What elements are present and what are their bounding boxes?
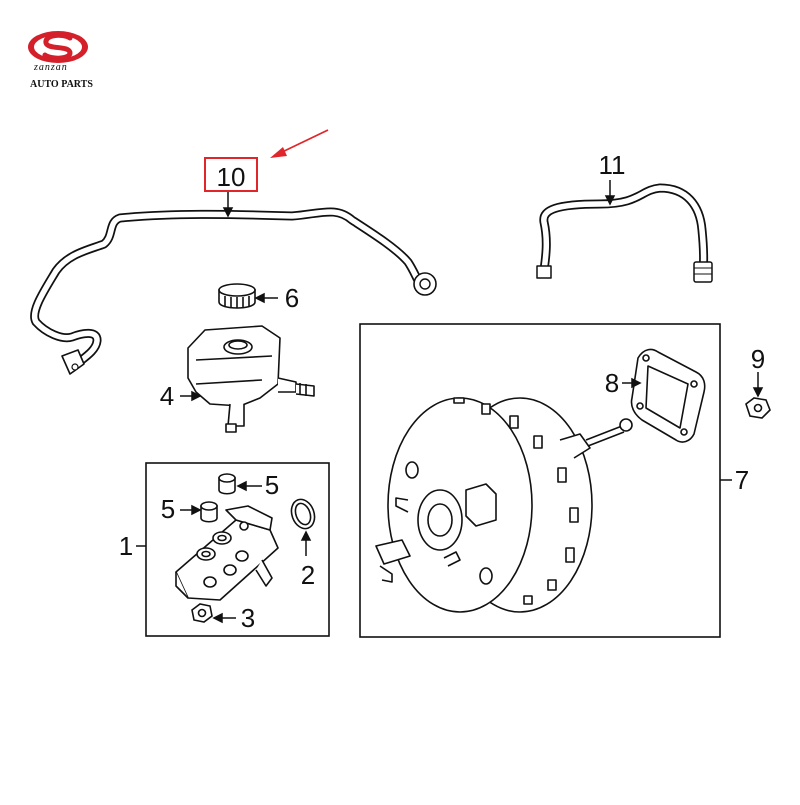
callout-4: 4 — [160, 381, 174, 411]
leader-lines — [136, 180, 764, 624]
callout-2: 2 — [301, 560, 315, 590]
brake-booster-7[interactable] — [375, 397, 633, 613]
master-cylinder-1[interactable] — [175, 505, 279, 601]
master-cylinder-group-box-1 — [145, 462, 330, 637]
hex-nut-3[interactable] — [191, 603, 213, 623]
brand-subtitle: AUTO PARTS — [30, 79, 93, 90]
callout-9: 9 — [751, 344, 765, 374]
reservoir-grommet-5a[interactable] — [218, 473, 236, 495]
brake-fluid-reservoir-4[interactable] — [187, 325, 315, 433]
callout-11: 11 — [599, 150, 626, 180]
o-ring-seal-2[interactable] — [288, 496, 319, 532]
callout-10: 10 — [217, 162, 246, 192]
hex-nut-9[interactable] — [745, 397, 771, 419]
callout-7: 7 — [735, 465, 749, 495]
brand-name: zanzan — [34, 62, 68, 73]
callout-5b: 5 — [161, 494, 175, 524]
reservoir-cap-6[interactable] — [218, 283, 256, 309]
zanzan-logo-icon — [28, 31, 88, 63]
booster-gasket-8[interactable] — [630, 348, 706, 443]
callout-5a: 5 — [265, 470, 279, 500]
vacuum-hose-line-10[interactable] — [30, 207, 437, 375]
callout-8: 8 — [605, 368, 619, 398]
vacuum-hose-11[interactable] — [536, 183, 713, 283]
highlight-arrow-icon — [270, 129, 329, 158]
callout-6: 6 — [285, 283, 299, 313]
reservoir-grommet-5b[interactable] — [200, 501, 218, 523]
callout-3: 3 — [241, 603, 255, 633]
highlight-box-10 — [204, 157, 258, 192]
callout-1: 1 — [119, 531, 133, 561]
